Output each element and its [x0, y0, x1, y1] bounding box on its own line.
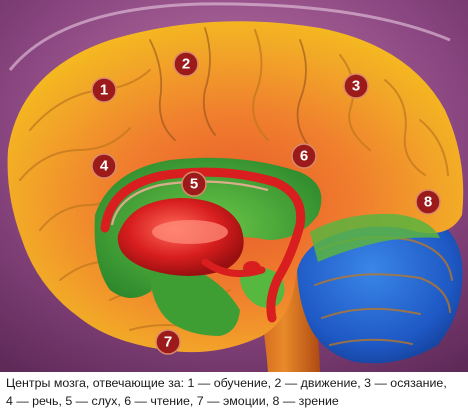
thalamus-highlight — [152, 220, 228, 244]
marker-2: 2 — [173, 51, 199, 77]
marker-8: 8 — [415, 189, 441, 215]
fornix-arc — [100, 167, 306, 323]
marker-label: 5 — [190, 176, 198, 193]
marker-circle — [181, 171, 207, 197]
marker-3: 3 — [343, 73, 369, 99]
marker-label: 1 — [100, 82, 108, 99]
sulcus-line — [149, 39, 176, 141]
marker-circle — [91, 77, 117, 103]
gyrus-line — [339, 54, 371, 151]
marker-label: 2 — [182, 56, 190, 73]
gyrus-line — [384, 79, 426, 176]
marker-label: 3 — [352, 78, 360, 95]
marker-7: 7 — [155, 329, 181, 355]
marker-label: 4 — [100, 158, 109, 175]
marker-label: 7 — [164, 334, 172, 351]
sulcus-line — [296, 39, 311, 149]
sulcus-line — [202, 27, 216, 136]
marker-circle — [91, 153, 117, 179]
marker-1: 1 — [91, 77, 117, 103]
marker-label: 8 — [424, 194, 432, 211]
caption-line-2: 4 — речь, 5 — слух, 6 — чтение, 7 — эмоц… — [6, 394, 339, 408]
dome-highlight — [8, 2, 451, 71]
mammillary-body — [243, 261, 261, 275]
marker-5: 5 — [181, 171, 207, 197]
gyrus-line — [419, 119, 449, 176]
limbic-lower — [150, 266, 240, 336]
marker-6: 6 — [291, 143, 317, 169]
cerebellum-fold — [321, 307, 421, 319]
gyrus-line — [19, 127, 131, 181]
marker-4: 4 — [91, 153, 117, 179]
marker-circle — [155, 329, 181, 355]
caption-line-1: Центры мозга, отвечающие за: 1 — обучени… — [6, 376, 447, 390]
marker-circle — [415, 189, 441, 215]
figure-caption: Центры мозга, отвечающие за: 1 — обучени… — [0, 372, 468, 411]
fornix-highlight — [110, 180, 269, 226]
brain-illustration: 1 2 3 4 5 6 7 8 — [0, 0, 468, 372]
marker-circle — [173, 51, 199, 77]
marker-circle — [343, 73, 369, 99]
cerebellum-fold — [329, 338, 413, 346]
gyrus-line — [252, 29, 269, 141]
occipital-region — [310, 213, 440, 262]
marker-circle — [291, 143, 317, 169]
marker-label: 6 — [300, 148, 308, 165]
cerebellum-fold — [314, 273, 451, 313]
